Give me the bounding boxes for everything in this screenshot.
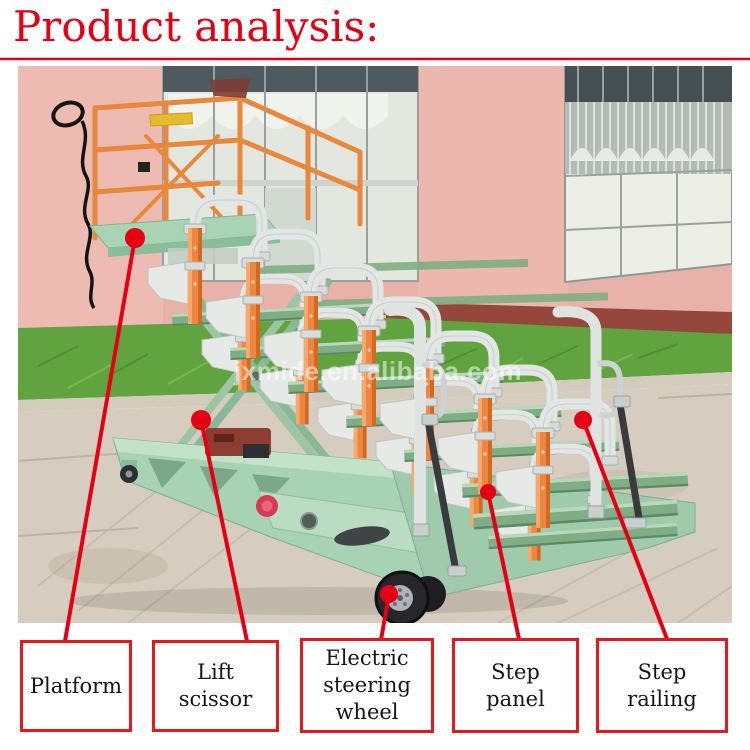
cable-bundle — [334, 526, 390, 546]
callout-box-step-panel: Step panel — [452, 638, 579, 733]
platform-guardrail — [92, 95, 363, 241]
left-caster-wheel — [120, 460, 138, 483]
mid-step-railing — [384, 303, 467, 577]
scene-svg: jxmide.en.alibaba.com — [18, 66, 732, 623]
motor-block — [205, 428, 271, 458]
callout-label: wheel — [335, 699, 399, 724]
callout-box-electric-steering-wheel: Electric steering wheel — [300, 638, 434, 733]
rail-clamp — [138, 162, 150, 172]
callout-label: scissor — [178, 687, 253, 711]
callout-label: panel — [486, 686, 545, 711]
callout-label: Step — [491, 659, 540, 684]
yellow-bar — [149, 112, 194, 127]
machine-shadow — [68, 587, 568, 615]
awning-shape — [210, 78, 250, 98]
callout-label: Platform — [29, 673, 123, 698]
callout-label: Step — [637, 659, 687, 684]
callout-label: Electric — [325, 646, 409, 671]
window-right — [564, 66, 732, 284]
callout-label: Lift — [197, 660, 234, 685]
callout-box-platform: Platform — [20, 640, 132, 732]
product-photo: jxmide.en.alibaba.com — [18, 66, 732, 623]
callout-label: steering — [323, 673, 411, 698]
chassis-port — [301, 513, 317, 529]
callout-box-step-railing: Step railing — [596, 638, 728, 733]
watermark-text: jxmide.en.alibaba.com — [233, 356, 522, 386]
callout-label: railing — [627, 686, 697, 711]
callout-box-lift-scissor: Lift scissor — [152, 640, 279, 732]
page-title: Product analysis: — [13, 2, 380, 51]
